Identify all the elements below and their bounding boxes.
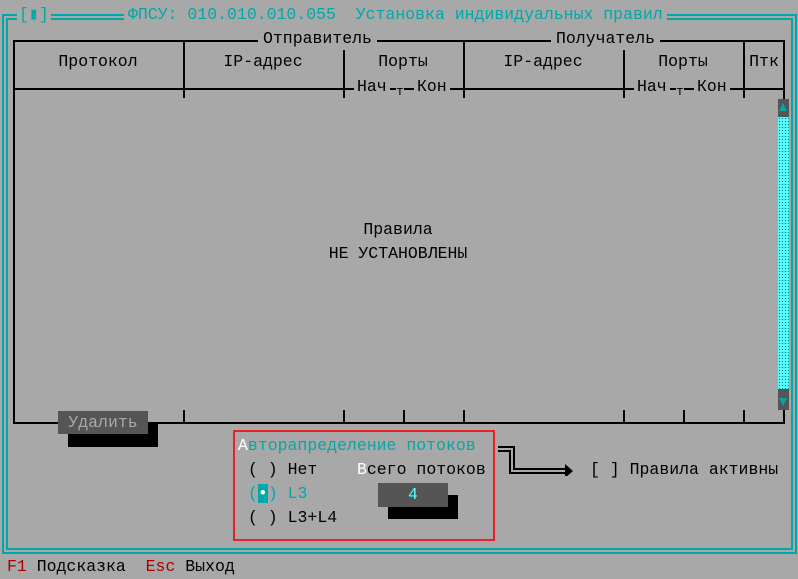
vertical-scrollbar[interactable] xyxy=(778,99,789,410)
help-shortcut[interactable]: F1 Подсказка xyxy=(7,557,126,576)
col-src-ports: Порты xyxy=(378,52,428,71)
scroll-up-icon[interactable] xyxy=(779,103,787,111)
rules-active-label: Правила активны xyxy=(629,460,779,479)
col-tick xyxy=(463,410,465,423)
dst-port-end: Кон xyxy=(694,77,730,97)
delete-button[interactable]: Удалить xyxy=(58,411,148,434)
table-top-border xyxy=(13,40,785,42)
total-streams-input[interactable]: 4 xyxy=(378,483,448,507)
group-sender: Отправитель xyxy=(258,29,377,49)
scroll-track[interactable] xyxy=(778,117,789,389)
col-divider xyxy=(343,50,345,98)
empty-message-line2: НЕ УСТАНОВЛЕНЫ xyxy=(328,244,468,263)
connector-arrow-icon xyxy=(498,446,573,476)
autodist-hotkey: А xyxy=(238,436,248,455)
dst-port-start: Нач xyxy=(634,77,670,97)
exit-key: Esc xyxy=(145,557,176,576)
help-key: F1 xyxy=(7,557,27,576)
rules-active-checkbox[interactable]: [ ] Правила активны xyxy=(590,460,778,480)
exit-label: Выход xyxy=(185,557,235,576)
radio-l3-l4[interactable]: ( ) L3+L4 xyxy=(248,508,338,527)
autodist-title-text: вторапределение потоков xyxy=(247,436,476,455)
autodist-title: Авторапределение потоков xyxy=(238,436,476,456)
col-tick xyxy=(683,410,685,423)
col-dst-ports: Порты xyxy=(658,52,708,71)
statusbar: F1 Подсказка Esc Выход xyxy=(7,557,235,577)
window-close-button[interactable]: [▮] xyxy=(17,5,51,25)
total-label-text: сего потоков xyxy=(366,460,486,479)
radio-l3[interactable]: (•) L3 xyxy=(248,484,308,503)
scroll-down-icon[interactable] xyxy=(779,398,787,406)
col-divider xyxy=(623,50,625,98)
port-separator: т xyxy=(676,82,684,102)
radio-none-label: Нет xyxy=(287,460,318,479)
col-tick xyxy=(183,410,185,423)
src-port-start: Нач xyxy=(354,77,390,97)
table-left-border xyxy=(13,40,15,424)
radio-l3-l4-label: L3+L4 xyxy=(287,508,338,527)
col-tick xyxy=(743,410,745,423)
col-dst-ip: IP-адрес xyxy=(503,52,583,71)
col-src-ip: IP-адрес xyxy=(223,52,303,71)
src-port-end: Кон xyxy=(414,77,450,97)
group-receiver: Получатель xyxy=(551,29,661,49)
col-divider xyxy=(183,40,185,98)
radio-none[interactable]: ( ) Нет xyxy=(248,460,318,479)
autodist-highlight xyxy=(233,430,495,541)
col-ptk: Птк xyxy=(749,52,779,71)
col-tick xyxy=(343,410,345,423)
help-label: Подсказка xyxy=(36,557,126,576)
col-protocol: Протокол xyxy=(58,52,138,71)
window-title: ФПСУ: 010.010.010.055 Установка индивиду… xyxy=(124,5,667,25)
radio-l3-label: L3 xyxy=(287,484,308,503)
exit-shortcut[interactable]: Esc Выход xyxy=(146,557,235,576)
col-tick xyxy=(623,410,625,423)
col-divider xyxy=(463,40,465,98)
total-streams-label: Всего потоков xyxy=(357,460,486,480)
table-bottom-border xyxy=(13,422,785,424)
empty-message-line1: Правила xyxy=(363,220,433,239)
port-separator: т xyxy=(396,82,404,102)
col-tick xyxy=(403,410,405,423)
col-divider xyxy=(743,40,745,98)
total-hotkey: В xyxy=(357,460,367,479)
checkbox-icon[interactable]: [ ] xyxy=(590,460,620,479)
radio-selected-icon: • xyxy=(257,484,268,503)
